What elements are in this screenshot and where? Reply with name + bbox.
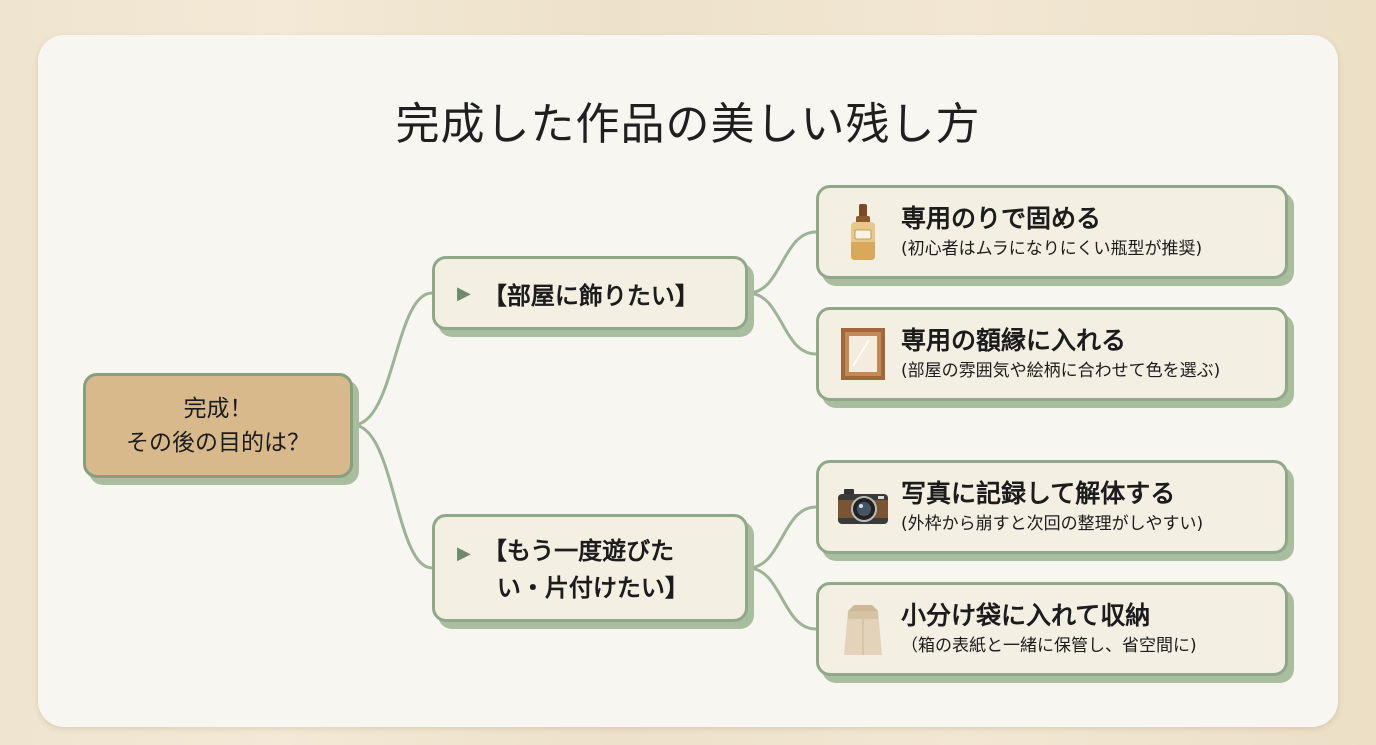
connector-branch1-leaf2	[747, 291, 817, 356]
branch-replay-label-line2: い・片付けたい】	[496, 574, 689, 602]
connector-branch2-leaf2	[747, 566, 817, 631]
connector-root-branch1	[352, 291, 433, 427]
leaf-photo-title: 写真に記録して解体する	[901, 479, 1176, 508]
leaf-frame: 専用の額縁に入れる (部屋の雰囲気や絵柄に合わせて色を選ぶ)	[816, 307, 1288, 401]
leaf-glue-note: (初心者はムラになりにくい瓶型が推奨)	[901, 239, 1203, 259]
root-node: 完成！ その後の目的は？	[83, 373, 353, 478]
root-line-1: 完成！	[183, 395, 253, 422]
leaf-frame-note: (部屋の雰囲気や絵柄に合わせて色を選ぶ)	[901, 361, 1221, 381]
branch-decorate-label: 【部屋に飾りたい】	[482, 281, 699, 310]
connector-branch2-leaf1	[747, 505, 817, 570]
triangle-icon: ▶	[457, 543, 471, 564]
leaf-bag: 小分け袋に入れて収納 （箱の表紙と一緒に保管し、省空間に)	[816, 582, 1288, 676]
leaf-frame-title: 専用の額縁に入れる	[901, 326, 1127, 355]
picture-frame-icon	[835, 323, 891, 385]
leaf-bag-title: 小分け袋に入れて収納	[901, 601, 1151, 630]
glue-bottle-icon	[835, 201, 891, 263]
branch-replay-store: ▶ 【もう一度遊びた い・片付けたい】	[432, 514, 748, 622]
camera-icon	[835, 476, 891, 538]
leaf-glue-title: 専用のりで固める	[901, 204, 1102, 233]
connector-root-branch2	[352, 423, 433, 570]
diagram-title: 完成した作品の美しい残し方	[395, 99, 981, 150]
branch-replay-label-line1: 【もう一度遊びた	[482, 537, 675, 565]
leaf-photo-note: (外枠から崩すと次回の整理がしやすい)	[901, 514, 1204, 534]
leaf-glue: 専用のりで固める (初心者はムラになりにくい瓶型が推奨)	[816, 185, 1288, 279]
root-line-2: その後の目的は？	[126, 429, 310, 456]
leaf-bag-note: （箱の表紙と一緒に保管し、省空間に)	[901, 636, 1197, 656]
paper-bag-icon	[835, 598, 891, 660]
leaf-photo: 写真に記録して解体する (外枠から崩すと次回の整理がしやすい)	[816, 460, 1288, 554]
connector-branch1-leaf1	[747, 230, 817, 295]
branch-decorate: ▶ 【部屋に飾りたい】	[432, 256, 748, 330]
triangle-icon: ▶	[457, 282, 471, 304]
